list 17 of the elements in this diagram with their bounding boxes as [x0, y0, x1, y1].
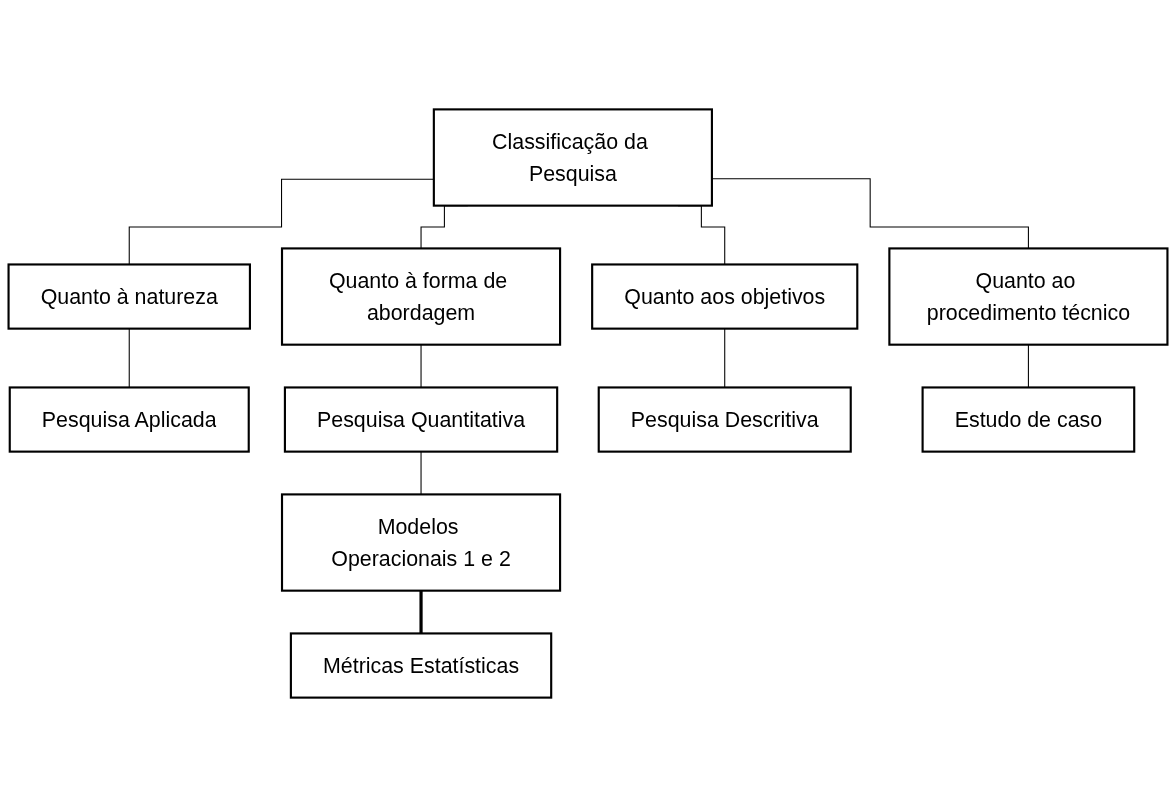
node-box: Pesquisa Descritiva [597, 386, 852, 453]
connector [128, 328, 130, 388]
node-box: Quanto aos objetivos [591, 263, 859, 330]
connector [711, 178, 1029, 249]
node-box: Quanto à forma de abordagem [280, 247, 562, 346]
node-box: Métricas Estatísticas [289, 632, 553, 699]
node-box: Quanto à natureza [7, 263, 251, 330]
connector [724, 328, 726, 388]
node-box: Quanto ao procedimento técnico [888, 247, 1169, 346]
connector [420, 344, 422, 388]
connector [1027, 344, 1029, 388]
connector [420, 451, 422, 495]
node-box: Classificação da Pesquisa [432, 108, 713, 207]
node-box: Pesquisa Aplicada [8, 386, 250, 453]
node-box: Modelos Operacionais 1 e 2 [280, 493, 562, 592]
node-box: Pesquisa Quantitativa [283, 386, 559, 453]
node-box: Estudo de caso [921, 386, 1136, 453]
